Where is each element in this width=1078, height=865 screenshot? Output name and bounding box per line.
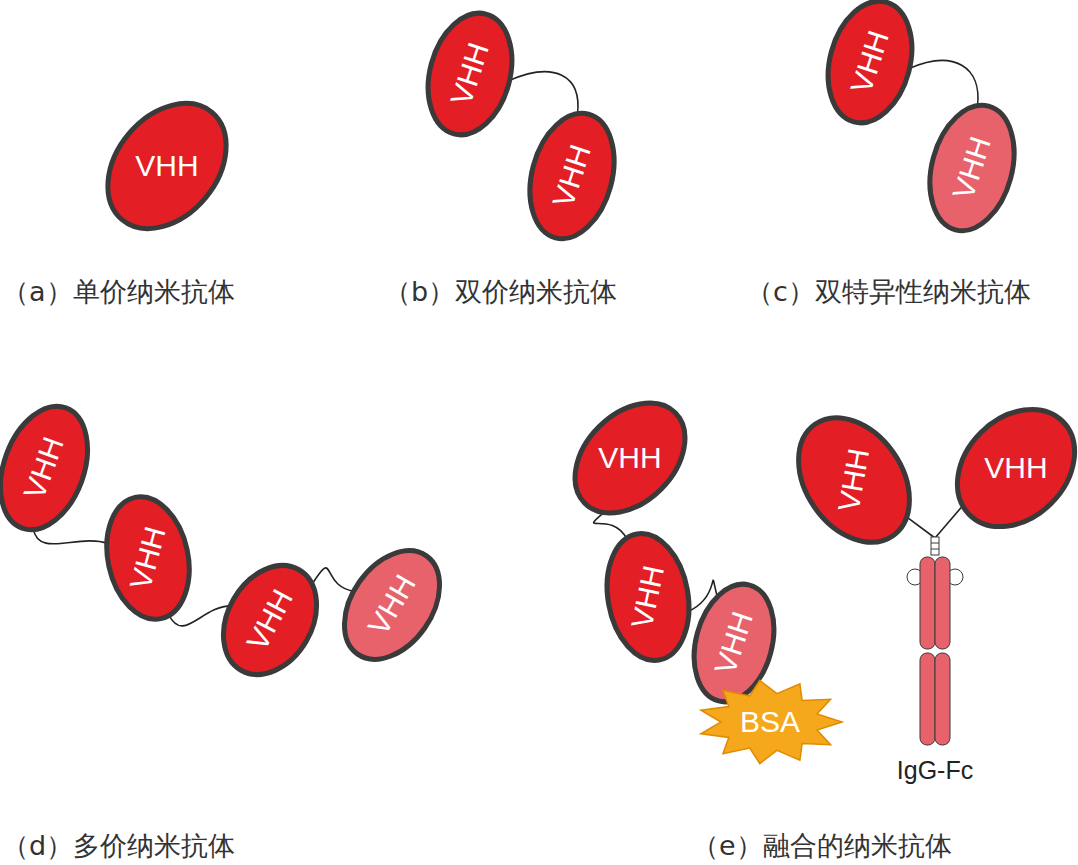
fc-shape bbox=[885, 535, 985, 750]
fc-region: IgG-Fc bbox=[885, 535, 985, 795]
panel-caption: （c）双特异性纳米抗体 bbox=[746, 276, 1031, 308]
domain-label: VHH bbox=[598, 443, 661, 473]
panel-caption: （a）单价纳米抗体 bbox=[2, 276, 235, 308]
vhh-domain: VHH bbox=[803, 0, 937, 129]
peptide-linker bbox=[594, 512, 627, 540]
vhh-domain: VHH bbox=[903, 99, 1041, 237]
bsa-star: BSA bbox=[695, 677, 845, 767]
vhh-domain: VHH bbox=[92, 91, 242, 241]
domain-label: VHH bbox=[984, 453, 1047, 483]
panel-caption: （e）融合的纳米抗体 bbox=[692, 830, 952, 862]
panel-caption: （b）双价纳米抗体 bbox=[384, 276, 617, 308]
vhh-domain: VHH bbox=[669, 578, 799, 708]
vhh-domain: VHH bbox=[403, 7, 537, 141]
peptide-linker bbox=[509, 72, 578, 115]
domain-label: VHH bbox=[135, 151, 198, 181]
peptide-linker bbox=[906, 516, 935, 538]
vhh-domain: VHH bbox=[781, 407, 927, 553]
vhh-domain: VHH bbox=[207, 557, 333, 683]
vhh-domain: VHH bbox=[561, 389, 699, 527]
peptide-linker bbox=[33, 529, 108, 544]
panel-caption: （d）多价纳米抗体 bbox=[2, 830, 235, 862]
peptide-linker bbox=[935, 505, 963, 538]
vhh-domain: VHH bbox=[81, 491, 215, 625]
vhh-domain: VHH bbox=[503, 107, 641, 245]
peptide-linker bbox=[312, 568, 355, 592]
fc-label: IgG-Fc bbox=[897, 757, 973, 785]
bsa-label: BSA bbox=[740, 707, 800, 737]
peptide-linker bbox=[909, 61, 978, 107]
vhh-domain: VHH bbox=[327, 540, 457, 670]
vhh-domain: VHH bbox=[945, 397, 1078, 539]
vhh-domain: VHH bbox=[0, 399, 113, 537]
